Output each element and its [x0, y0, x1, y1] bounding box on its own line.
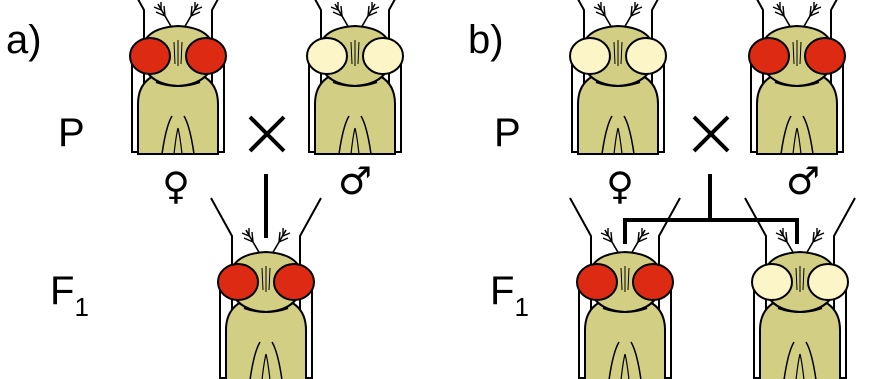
fly-eye-left: [569, 37, 611, 75]
fly-eye-right: [632, 263, 674, 301]
male-symbol: ♂: [786, 159, 820, 203]
fly-eye-left: [306, 37, 348, 75]
fly-red-eyes: [210, 197, 322, 379]
panel-b-label: b): [468, 18, 504, 62]
fly-red-eyes: [741, 0, 853, 155]
panel-a-parent-generation-label: P: [58, 111, 85, 155]
fly-white-eyes: [299, 0, 411, 155]
panel-a-label: a): [6, 18, 42, 62]
fly-red-eyes: [122, 0, 234, 155]
fly-eye-left: [576, 263, 618, 301]
cross-symbol: [248, 115, 286, 153]
fly-eye-left: [217, 263, 259, 301]
fly-eye-right: [362, 37, 404, 75]
panel-a: a) P F1 ♀ ♂: [6, 0, 411, 379]
female-symbol: ♀: [606, 164, 634, 208]
fly-eye-left: [129, 37, 171, 75]
fly-eye-right: [273, 263, 315, 301]
fly-eye-right: [625, 37, 667, 75]
fly-eye-left: [748, 37, 790, 75]
fly-red-eyes: [569, 197, 681, 379]
panel-a-offspring-generation-label: F1: [50, 269, 89, 322]
descent-bracket: [623, 174, 799, 244]
fly-white-eyes: [744, 197, 856, 379]
female-symbol: ♀: [162, 164, 190, 208]
fly-eye-left: [751, 263, 793, 301]
fly-white-eyes: [562, 0, 674, 155]
panel-b-offspring-generation-label: F1: [490, 269, 529, 322]
fly-eye-right: [185, 37, 227, 75]
cross-symbol: [692, 115, 730, 153]
fly-eye-right: [807, 263, 849, 301]
panel-b: b) P F1 ♀ ♂: [468, 0, 856, 379]
fly-eye-right: [804, 37, 846, 75]
male-symbol: ♂: [338, 159, 372, 203]
panel-b-parent-generation-label: P: [494, 111, 521, 155]
